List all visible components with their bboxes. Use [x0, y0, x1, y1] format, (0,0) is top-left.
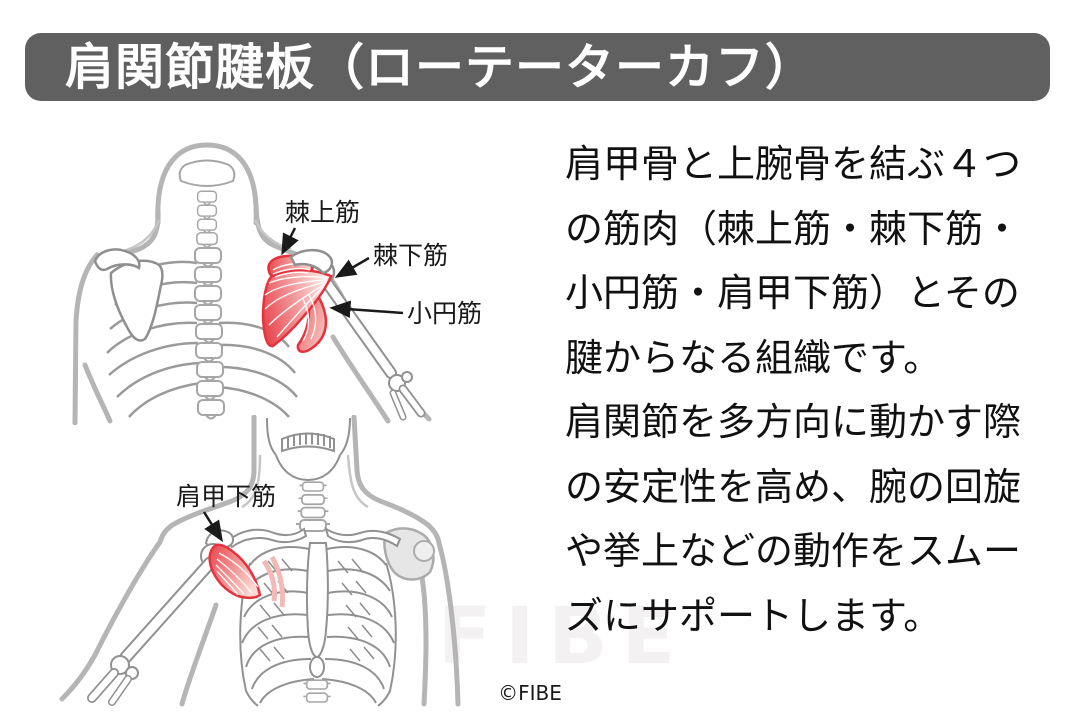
spine-front — [295, 481, 331, 532]
text-line: の安定性を高め、腕の回旋 — [565, 464, 1022, 509]
front-view-labels: 肩甲下筋 — [176, 482, 276, 543]
copyright-text: ©FIBE — [498, 681, 562, 705]
text-line: 肩関節を多方向に動かす際 — [565, 400, 1022, 444]
spine-back — [178, 159, 236, 420]
right-humerus — [321, 277, 426, 421]
rib-hatching — [257, 558, 375, 662]
text-line: 小円筋・肩甲下筋）とその — [565, 271, 1020, 315]
back-view-labels: 棘上筋 棘下筋 小円筋 — [281, 198, 482, 328]
page-title: 肩関節腱板（ローテーターカフ） — [65, 38, 816, 96]
text-line: ズにサポートします。 — [565, 593, 942, 638]
label-subscapularis: 肩甲下筋 — [176, 482, 276, 511]
left-scapula — [93, 248, 164, 342]
label-teres-minor: 小円筋 — [407, 299, 482, 328]
muscle-striations-back — [264, 262, 328, 342]
clavicles — [226, 526, 402, 549]
left-humerus — [87, 556, 217, 706]
muscle-striations-front — [215, 552, 259, 596]
header-bar: 肩関節腱板（ローテーターカフ） — [25, 33, 1050, 101]
front-neck-lines — [241, 454, 369, 509]
rotator-cuff-muscles-back — [261, 254, 333, 353]
back-view-illustration: 棘上筋 棘下筋 小円筋 — [72, 142, 482, 425]
front-view-illustration: 肩甲下筋 — [59, 415, 461, 707]
description-text: 肩甲骨と上腕骨を結ぶ４つ の筋肉（棘上筋・棘下筋・ 小円筋・肩甲下筋）とその 腱… — [565, 132, 1035, 648]
label-infraspinatus: 棘下筋 — [373, 241, 448, 270]
front-body-outline — [59, 415, 461, 707]
label-supraspinatus: 棘上筋 — [285, 198, 360, 227]
jaw — [266, 417, 351, 482]
background-watermark: FIBE — [438, 592, 690, 682]
tinted-ribs — [261, 555, 285, 608]
text-line: 肩甲骨と上腕骨を結ぶ４つ — [565, 142, 1022, 186]
acromion — [289, 248, 334, 275]
subscapularis-muscle — [208, 543, 262, 600]
text-line: 腱からなる組織です。 — [565, 335, 942, 380]
right-humeral-head — [413, 540, 435, 562]
sternum — [302, 542, 332, 703]
text-line: や挙上などの動作をスムー — [565, 529, 1022, 573]
text-line: の筋肉（棘上筋・棘下筋・ — [565, 206, 1022, 251]
